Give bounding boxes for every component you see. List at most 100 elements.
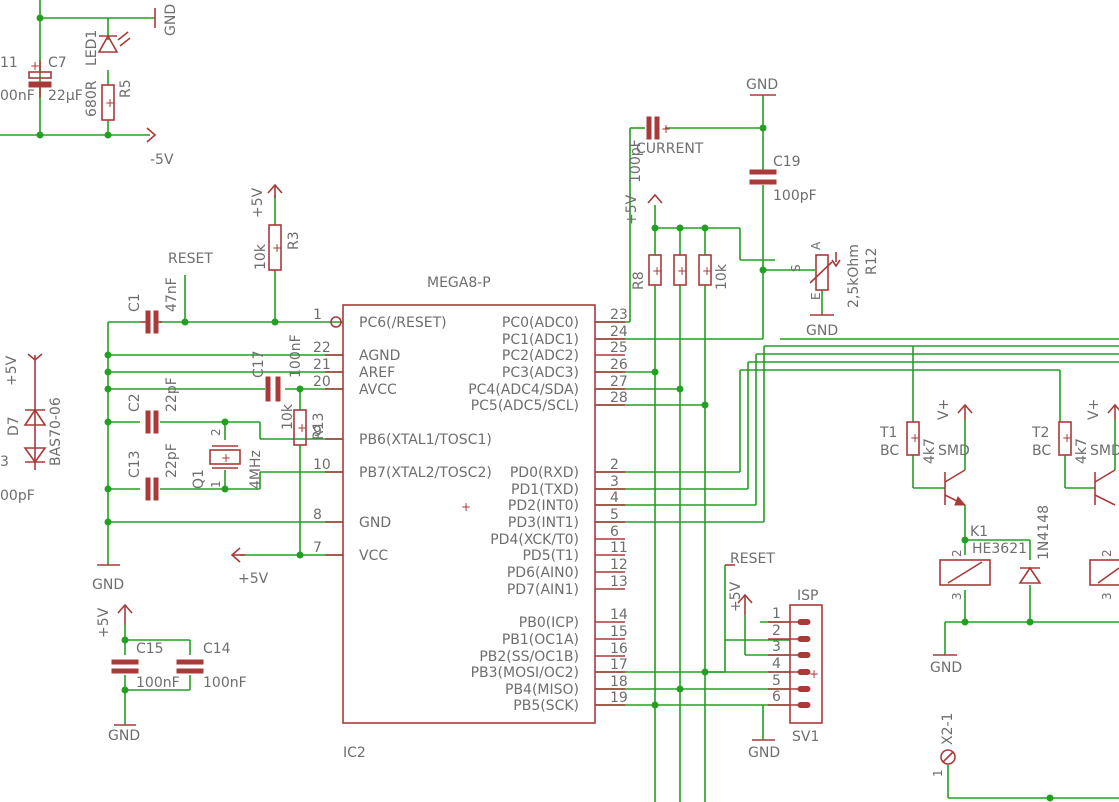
t1-smd: SMD [938, 443, 970, 459]
ic-right-pin-number: 26 [610, 357, 628, 373]
svg-text:+: + [652, 264, 662, 278]
svg-text:+: + [297, 421, 307, 435]
plus5v-label-right: +5V [624, 194, 640, 225]
capacitor-c15: C15 100nF [111, 641, 180, 691]
k1-name: K1 [970, 524, 988, 540]
plus5v-label-left: +5V [238, 571, 269, 587]
ic-left-pin-number: 8 [313, 507, 322, 523]
svg-text:+: + [272, 241, 282, 255]
svg-text:+: + [1062, 431, 1072, 445]
ic-right-pin-number: 4 [610, 490, 619, 506]
c7-name: C7 [48, 55, 67, 71]
diode-d7: +5V D7 BAS70-06 3 00pF [0, 353, 64, 504]
svg-text:+: + [461, 500, 471, 514]
ic-right-pin-number: 3 [610, 474, 619, 490]
gnd-top-left: GND [154, 4, 179, 36]
svg-text:3: 3 [0, 454, 9, 470]
c15-value: 100nF [136, 675, 180, 691]
ic-right-pin-number: 14 [610, 607, 628, 623]
capacitor-c14: C14 100nF [176, 641, 247, 691]
ic-left-pin-label: PB7(XTAL2/TOSC2) [359, 465, 492, 481]
isp-pin-number: 6 [772, 689, 781, 705]
isp-pin-number: 5 [772, 673, 781, 689]
ic-right-pin-number: 13 [610, 574, 628, 590]
r13-name: R13 [311, 412, 327, 440]
svg-text:+: + [677, 264, 687, 278]
ic-left-pin-label: AGND [359, 348, 400, 364]
r8-value: 10k [714, 263, 730, 290]
resistor-t1: + 4k7 [906, 421, 938, 464]
ic-right-pin-label: PD6(AIN0) [507, 565, 579, 581]
ic-left-pin-number: 21 [313, 357, 331, 373]
gnd-isp: GND [748, 739, 780, 761]
ic-left-pin-label: PB6(XTAL1/TOSC1) [359, 432, 492, 448]
supply-vplus-t1: V+ [936, 399, 973, 420]
gnd-label-r12: GND [806, 323, 838, 339]
resistor-r13: + 10k R13 [280, 403, 327, 446]
resistor-r3: + 10k R3 [253, 224, 302, 271]
capacitor-c19: C19 100pF [749, 154, 817, 204]
terminal-x2: X2-1 1 [931, 713, 956, 777]
ic-left-pin-label: GND [359, 515, 391, 531]
svg-text:+: + [809, 667, 819, 681]
ic-right-pin-number: 2 [610, 457, 619, 473]
svg-text:+: + [105, 96, 115, 110]
ic-right-pin-number: 11 [610, 540, 628, 556]
transistor-t1: T1 BC SMD [879, 425, 970, 506]
t1-res-value: 4k7 [922, 438, 938, 464]
isp-pin-contact [797, 619, 811, 625]
supply-5v-isp: +5V [728, 581, 753, 615]
ic-left-pin-number: 10 [313, 457, 331, 473]
svg-text:00pF: 00pF [0, 488, 35, 504]
d-relay-value: 1N4148 [1036, 505, 1052, 560]
ic-right-pin-label: PD1(TXD) [511, 482, 579, 498]
gnd-top-right: GND [746, 77, 778, 96]
x2-label: X2-1 [940, 713, 956, 745]
isp-label: ISP [797, 588, 818, 604]
svg-text:00nF: 00nF [0, 88, 35, 104]
ic-left-pin-number: 20 [313, 374, 331, 390]
ic-right-pin-number: 28 [610, 390, 628, 406]
k1-value: HE3621 [972, 541, 1027, 557]
svg-text:2: 2 [1100, 549, 1114, 557]
ic-right-pin-number: 24 [610, 324, 628, 340]
r8-name: R8 [631, 271, 647, 290]
supply-5v-top: +5V [250, 183, 283, 218]
ic-right-pin-number: 5 [610, 507, 619, 523]
supply-5v-left: +5V [230, 547, 269, 587]
svg-text:3: 3 [1100, 592, 1114, 600]
svg-text:11: 11 [0, 55, 18, 71]
transistor-t2: T2 BC SMD [1031, 425, 1119, 506]
relay-k1: K1 HE3621 2 3 [939, 524, 1027, 600]
r5-value: 680R [84, 80, 100, 117]
r12-name: R12 [864, 247, 880, 275]
gnd-relay: GND [930, 654, 962, 676]
capacitor-current: + CURRENT 100pF [628, 116, 704, 183]
isp-pin-number: 4 [772, 656, 781, 672]
ic-right-pin-number: 12 [610, 557, 628, 573]
isp-pin-number: 2 [772, 623, 781, 639]
led1: LED1 [84, 30, 131, 66]
ic-right-pin-number: 19 [610, 690, 628, 706]
c1-name: C1 [127, 293, 143, 312]
ic-left-pin-label: PC6(/RESET) [359, 315, 447, 331]
r5-name: R5 [118, 79, 134, 98]
ic-left-pin-number: 7 [313, 540, 322, 556]
c7-value: 22µF [48, 88, 83, 104]
ic-right-pin-label: PD4(XCK/T0) [490, 532, 579, 548]
r13-value: 10k [280, 403, 296, 430]
gnd-label-top-left: GND [163, 4, 179, 36]
ic-right-pin-label: PC5(ADC5/SCL) [471, 398, 579, 414]
r3-value: 10k [253, 243, 269, 270]
ic-right-pin-label: PC3(ADC3) [502, 365, 579, 381]
ic-right-pin-number: 27 [610, 374, 628, 390]
supply-5v-bottom: +5V [96, 603, 133, 638]
current-label: CURRENT [636, 141, 704, 157]
crystal-q1: + 2 1 Q1 4MHz [191, 428, 264, 489]
c13-value: 22pF [164, 443, 180, 478]
c1-value: 47nF [164, 277, 180, 312]
ic-right-pin-number: 16 [610, 641, 628, 657]
gnd-left: GND [92, 564, 124, 593]
ic-right-pin-label: PD7(AIN1) [507, 582, 579, 598]
